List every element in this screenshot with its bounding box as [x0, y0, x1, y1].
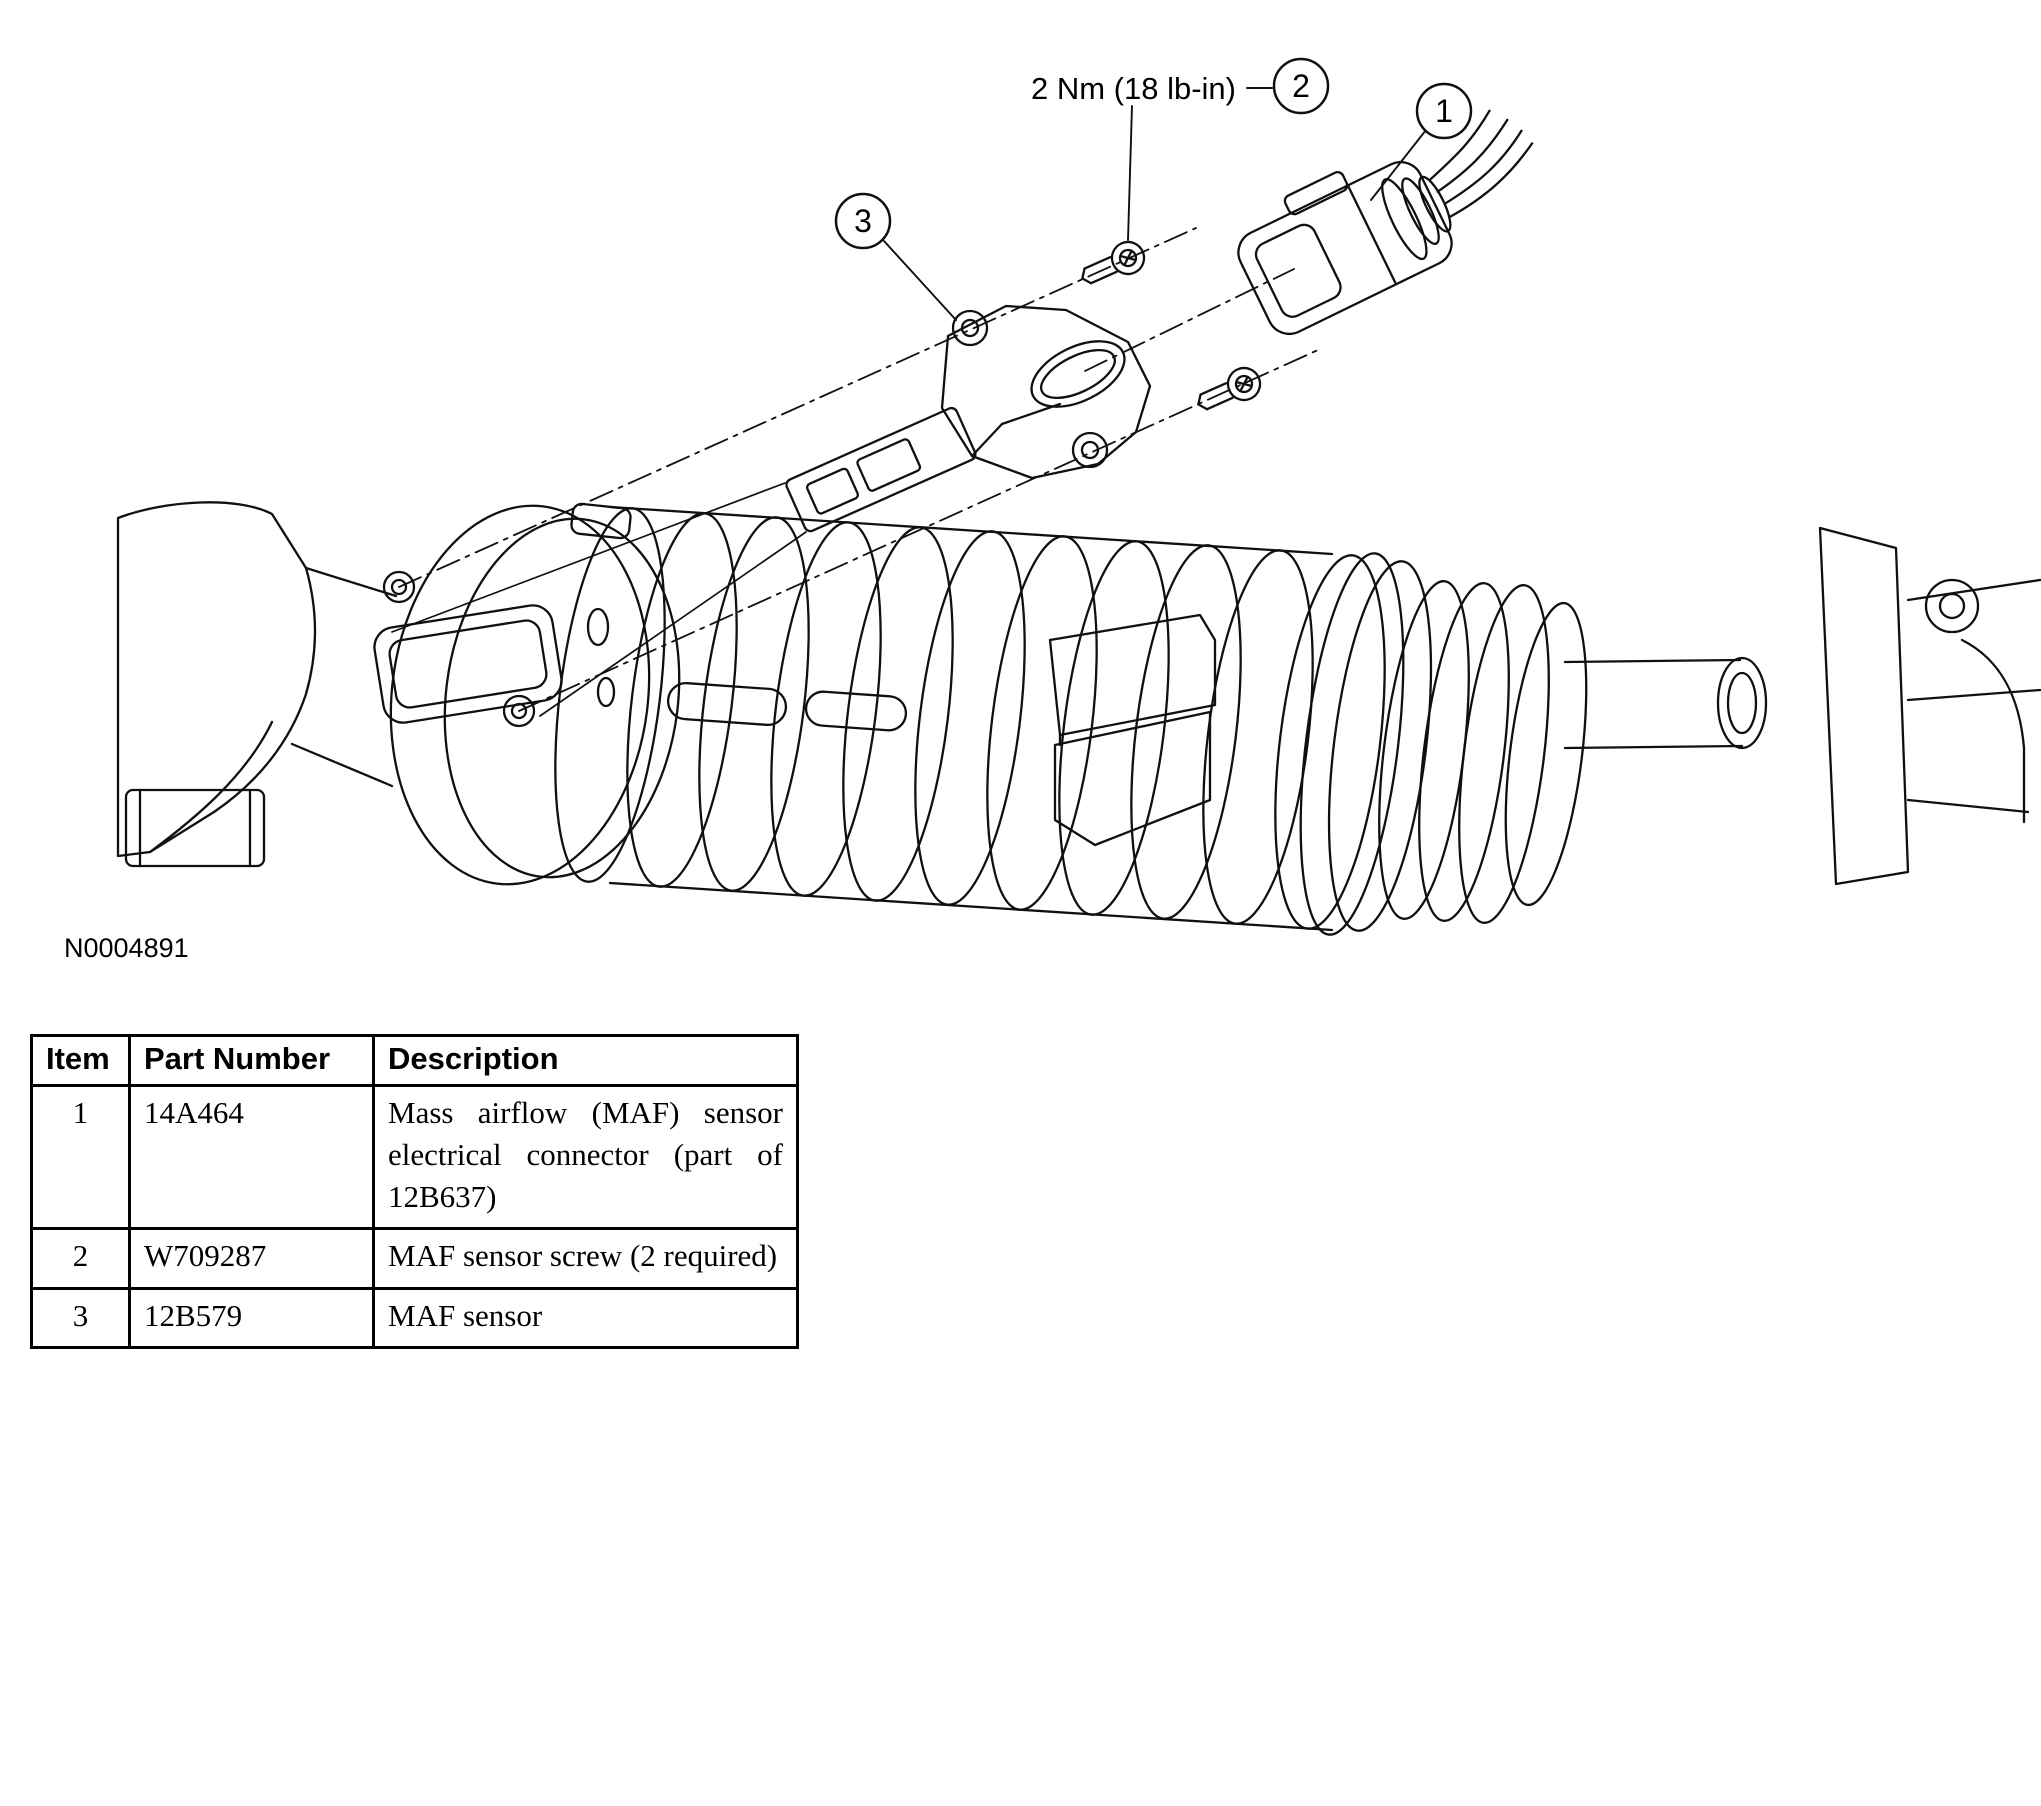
- clamp-and-resonator-drawing: [1299, 552, 1768, 936]
- projection-lines: [391, 482, 807, 717]
- screw-drawing-2: [1197, 366, 1262, 411]
- callout-2-number: 2: [1292, 68, 1310, 104]
- description-cell: MAF sensor: [372, 1286, 799, 1349]
- col-header-description: Description: [372, 1034, 799, 1087]
- callout-1: [1415, 82, 1473, 140]
- engine-side-parts-drawing: [1818, 526, 2041, 886]
- table-row: 1 14A464 Mass airflow (MAF) sensor elect…: [30, 1083, 799, 1231]
- description-cell: Mass airflow (MAF) sensor electrical con…: [372, 1083, 799, 1231]
- mounting-bracket-drawing: [1048, 613, 1217, 847]
- part-number-cell: 14A464: [128, 1083, 375, 1231]
- callout-2: [1272, 57, 1330, 115]
- part-number-cell: W709287: [128, 1227, 375, 1290]
- maf-mounting-port-drawing: [373, 570, 563, 728]
- table-row: 2 W709287 MAF sensor screw (2 required): [30, 1227, 799, 1290]
- item-cell: 2: [30, 1227, 131, 1290]
- torque-spec-label: 2 Nm (18 lb-in): [1031, 71, 1236, 106]
- parts-table: Item Part Number Description 1 14A464 Ma…: [30, 1034, 799, 1349]
- table-row: 3 12B579 MAF sensor: [30, 1286, 799, 1349]
- maf-sensor-exploded-diagram: 2 Nm (18 lb-in) 2 1 3: [116, 57, 2041, 936]
- item-cell: 1: [30, 1083, 131, 1231]
- air-cleaner-housing-drawing: [116, 501, 398, 868]
- parts-table-header-row: Item Part Number Description: [30, 1034, 799, 1087]
- description-cell: MAF sensor screw (2 required): [372, 1227, 799, 1290]
- air-cleaner-outlet-pipe-drawing: [389, 502, 1386, 932]
- assembly-centerlines: [398, 227, 1319, 712]
- figure-id-label: N0004891: [64, 933, 189, 963]
- leader-lines: [883, 87, 1427, 321]
- screw-drawing-1: [1081, 240, 1146, 285]
- col-header-part-number: Part Number: [128, 1034, 375, 1087]
- part-number-cell: 12B579: [128, 1286, 375, 1349]
- item-cell: 3: [30, 1286, 131, 1349]
- col-header-item: Item: [30, 1034, 131, 1087]
- callout-3-number: 3: [854, 203, 872, 239]
- callout-1-number: 1: [1435, 93, 1453, 129]
- maf-sensor-drawing: [785, 304, 1152, 533]
- connector-drawing: [1237, 109, 1534, 336]
- callout-3: [834, 192, 892, 250]
